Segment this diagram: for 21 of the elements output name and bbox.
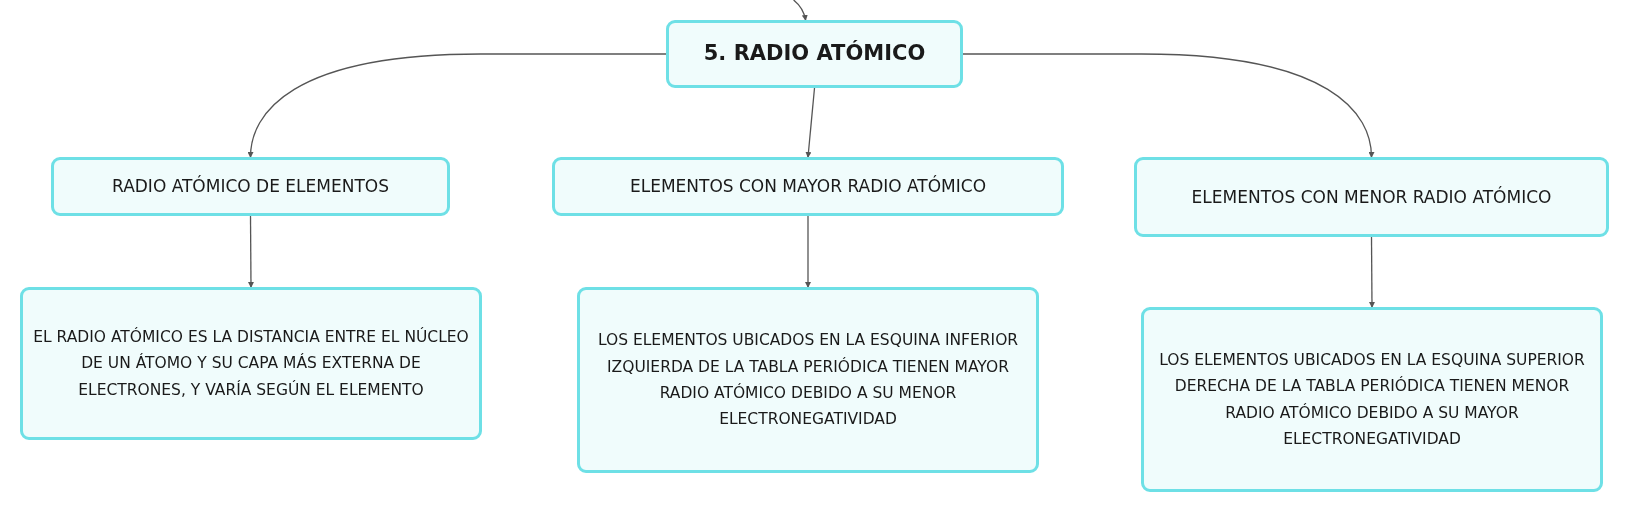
arrow	[1368, 236, 1375, 308]
subtopic-title: RADIO ATÓMICO DE ELEMENTOS	[112, 176, 389, 197]
arrow	[247, 53, 667, 158]
description-text: LOS ELEMENTOS UBICADOS EN LA ESQUINA INFERIOR IZQUIERDA DE LA TABLA PERIÓDICA TIENEN MAYOR RADIO ATÓMICO DEBIDO A SU MENOR ELECTRONEGATIVIDAD	[596, 330, 1020, 431]
arrow	[792, 0, 808, 21]
subtopic-box	[51, 157, 450, 216]
description-text: LOS ELEMENTOS UBICADOS EN LA ESQUINA SUPERIOR DERECHA DE LA TABLA PERIÓDICA TIENEN MENOR RADIO ATÓMICO DEBIDO A SU MAYOR ELECTRONEGATIVIDAD	[1158, 349, 1586, 450]
arrow	[247, 215, 254, 288]
subtopic-box	[1134, 157, 1609, 237]
subtopic-title: ELEMENTOS CON MENOR RADIO ATÓMICO	[1191, 186, 1552, 208]
subtopic-title: ELEMENTOS CON MAYOR RADIO ATÓMICO	[629, 176, 987, 197]
arrow	[962, 53, 1375, 158]
description-box	[1141, 307, 1603, 492]
subtopic-box	[552, 157, 1064, 216]
arrow	[805, 215, 811, 288]
description-text: EL RADIO ATÓMICO ES LA DISTANCIA ENTRE EL NÚCLEO DE UN ÁTOMO Y SU CAPA MÁS EXTERNA DE ELECTRONES, Y VARÍA SEGÚN EL ELEMENTO	[33, 326, 469, 401]
description-box	[577, 287, 1039, 473]
topic-title: 5. RADIO ATÓMICO	[703, 41, 926, 67]
arrow	[805, 87, 816, 158]
topic-box	[666, 20, 963, 88]
description-box	[20, 287, 482, 440]
